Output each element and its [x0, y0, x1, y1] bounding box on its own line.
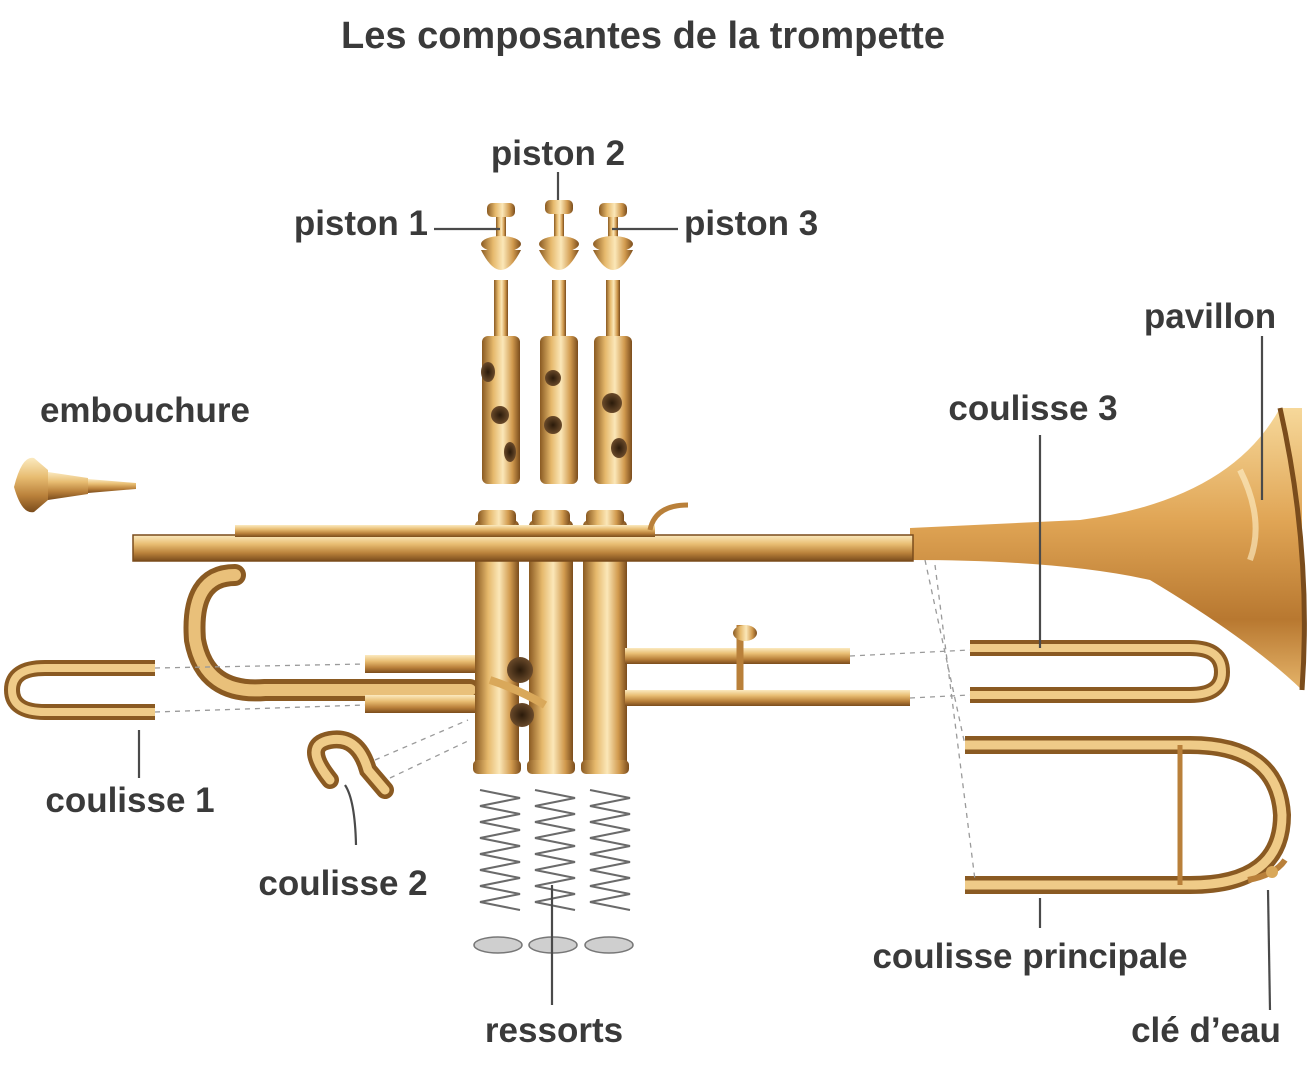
piston-1 — [481, 203, 521, 484]
third-slide — [970, 640, 1231, 703]
label-piston-2: piston 2 — [491, 134, 625, 173]
pistons-group — [481, 200, 633, 484]
label-piston-1: piston 1 — [294, 204, 428, 243]
label-coulisse-1: coulisse 1 — [45, 781, 214, 820]
label-piston-3: piston 3 — [684, 204, 818, 243]
trumpet-body — [132, 407, 1307, 774]
leader-lines — [137, 172, 1272, 1011]
first-slide — [3, 660, 155, 720]
second-slide — [307, 730, 394, 799]
assembly-guides — [154, 559, 976, 881]
label-ressorts: ressorts — [485, 1011, 623, 1050]
main-tuning-slide — [965, 736, 1292, 894]
label-embouchure: embouchure — [40, 391, 250, 430]
label-cle-deau: clé d’eau — [1131, 1011, 1281, 1050]
label-coulisse-3: coulisse 3 — [948, 389, 1117, 428]
label-pavillon: pavillon — [1144, 297, 1276, 336]
label-coulisse-2: coulisse 2 — [258, 864, 427, 903]
piston-3 — [593, 203, 633, 484]
mouthpiece — [14, 457, 136, 513]
springs-group — [473, 789, 634, 954]
spring-3 — [584, 789, 634, 954]
page-title: Les composantes de la trompette — [341, 15, 945, 57]
spring-1 — [473, 789, 523, 954]
piston-2 — [539, 200, 579, 484]
label-coulisse-principale: coulisse principale — [872, 937, 1187, 976]
